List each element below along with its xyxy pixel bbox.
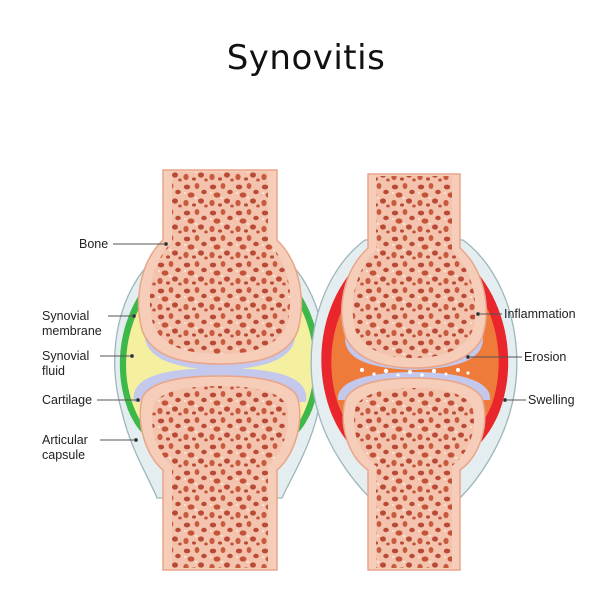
label-articular-capsule: Articular capsule (42, 433, 88, 462)
label-swelling: Swelling (528, 393, 575, 407)
leader-lines (97, 242, 526, 442)
label-synovial-membrane: Synovial membrane (42, 309, 102, 338)
label-cartilage: Cartilage (42, 393, 93, 407)
label-synovial-fluid: Synovial fluid (42, 349, 90, 378)
label-bone: Bone (79, 237, 109, 251)
healthy-joint (114, 169, 326, 571)
erosion-speckle (360, 368, 470, 377)
page-title: Synovitis (226, 38, 386, 78)
label-inflammation: Inflammation (504, 307, 576, 321)
label-erosion: Erosion (524, 350, 567, 364)
inflamed-joint (310, 173, 518, 571)
